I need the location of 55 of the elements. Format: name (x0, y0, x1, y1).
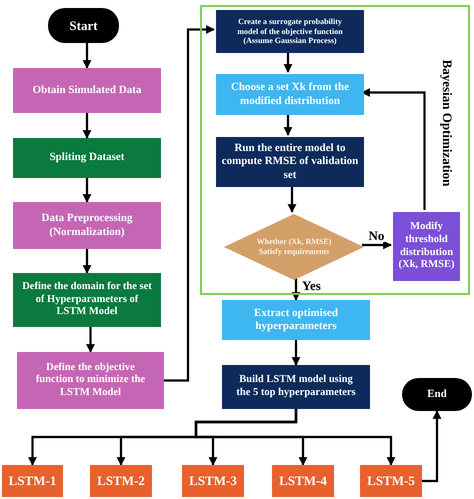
model-box (182, 465, 244, 497)
box-text: LSTM-5 (367, 473, 415, 489)
arrow (194, 409, 396, 466)
box-text: LSTM-3 (189, 473, 237, 489)
process-box (17, 352, 164, 409)
box-text: Spliting Dataset (50, 151, 124, 165)
arrow (82, 43, 92, 69)
process-box (13, 138, 161, 178)
box-text: Run the entire model to compute RMSE of validation set (220, 142, 360, 182)
group-frame (200, 5, 470, 295)
box-text: Define the objective function to minimize the LSTM Model (34, 362, 146, 400)
model-box (360, 465, 422, 497)
arrow (422, 410, 442, 482)
edge-label: Yes (301, 279, 322, 292)
process-box (13, 273, 161, 327)
box-text: Obtain Simulated Data (32, 84, 142, 98)
arrow (292, 340, 300, 366)
box-text: Extract optimised hyperparameters (252, 306, 339, 334)
box-text: LSTM-1 (8, 473, 56, 489)
box-text: Create a surrogate probability model of the objective function (Assume Gaussian Process) (236, 17, 344, 46)
process-box (222, 300, 370, 340)
box-text: LSTM-4 (279, 473, 327, 489)
terminal-pill (48, 8, 119, 43)
model-box (90, 465, 152, 497)
arrow (82, 178, 92, 203)
arrow (362, 240, 392, 250)
box-text: Data Preprocessing (Normalization) (40, 212, 134, 239)
box-text: End (427, 388, 447, 402)
group-title: Bayesian Optimization (439, 60, 455, 186)
box-text: Choose a set Xk from the modified distribution (230, 81, 350, 108)
arrow (164, 25, 215, 382)
decision-diamond (224, 214, 364, 280)
process-box (222, 365, 370, 409)
arrow (82, 113, 92, 139)
arrow (284, 51, 292, 73)
box-text: LSTM-2 (97, 473, 145, 489)
process-box (216, 74, 364, 115)
decision-text: Whether (Xk, RMSE) Satisfy requirements (256, 237, 332, 257)
arrow (284, 113, 292, 136)
model-box (2, 465, 63, 497)
arrow (82, 249, 92, 274)
box-text: Start (69, 18, 98, 34)
box-text: Define the domain for the set of Hyperparameters of LSTM Model (21, 281, 153, 319)
arrow (292, 278, 300, 301)
arrow (86, 327, 95, 353)
box-text: Build LSTM model using the 5 top hyperparameters (235, 374, 357, 400)
box-text: Modify threshold distribution (Xk, RMSE) (397, 221, 456, 272)
arrow (288, 185, 296, 213)
edge-label: No (368, 229, 386, 242)
process-box (13, 202, 161, 249)
process-box (216, 10, 364, 53)
process-box (393, 212, 460, 281)
process-box (13, 68, 161, 113)
model-box (272, 465, 334, 497)
terminal-pill (402, 378, 472, 411)
